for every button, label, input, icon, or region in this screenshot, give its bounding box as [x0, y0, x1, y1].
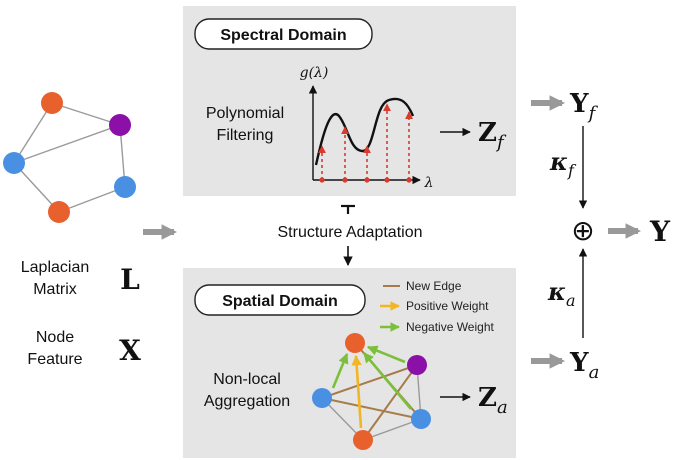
spatial-title: Spatial Domain: [222, 293, 338, 310]
sample-points: [319, 177, 412, 183]
node-blue: [411, 409, 431, 429]
legend-positive: Positive Weight: [406, 299, 489, 313]
spectral-method-line1: Polynomial: [206, 105, 284, 122]
kappa-a-symbol: κa: [547, 277, 576, 310]
node-blue: [3, 152, 25, 174]
node-orange: [48, 201, 70, 223]
filter-curve: [314, 97, 415, 166]
edge-legend: New Edge Positive Weight Negative Weight: [380, 279, 494, 334]
node-blue: [114, 176, 136, 198]
feature-line1: Node: [36, 329, 74, 346]
spatial-edge: [362, 418, 422, 441]
spectral-title: Spectral Domain: [220, 27, 346, 44]
dashed-samples: [318, 103, 413, 180]
sample-point-1: [319, 177, 325, 183]
legend-negative: Negative Weight: [406, 320, 494, 334]
sample-point-5: [406, 177, 412, 183]
graph-edge: [58, 186, 126, 213]
node-purple: [109, 114, 131, 136]
graph-edge: [51, 102, 121, 126]
graph-edge: [13, 102, 53, 164]
spatial-graph: [312, 333, 431, 450]
negative-weight-arrow: [367, 345, 406, 364]
new-edge: [321, 397, 422, 420]
spatial-title-box: [194, 284, 366, 316]
node-purple: [407, 355, 427, 375]
input-graph: [3, 92, 136, 223]
node-orange: [345, 333, 365, 353]
negative-weight-arrow: [363, 352, 412, 410]
laplacian-line2: Matrix: [33, 281, 77, 298]
negative-weight-arrow: [331, 353, 349, 389]
structure-adaptation-label: Structure Adaptation: [278, 224, 423, 241]
node-orange: [41, 92, 63, 114]
laplacian-line1: Laplacian: [21, 259, 90, 276]
y-f-symbol: Yf: [569, 89, 599, 124]
feature-line2: Feature: [27, 351, 82, 368]
node-blue: [312, 388, 332, 408]
laplacian-symbol: L: [120, 263, 140, 296]
z-a-symbol: Za: [478, 383, 508, 418]
g-axis-label: g(λ): [300, 65, 329, 81]
y-symbol: Y: [649, 215, 671, 248]
spectral-method-line2: Filtering: [217, 127, 274, 144]
spatial-method-line2: Aggregation: [204, 393, 290, 410]
filter-plot: g(λ) λ: [300, 65, 434, 191]
new-edge: [362, 364, 418, 441]
positive-weight-arrow: [351, 354, 363, 429]
feature-symbol: X: [119, 334, 141, 367]
graph-edge: [13, 124, 121, 164]
sample-point-4: [384, 177, 390, 183]
sample-point-2: [342, 177, 348, 183]
kappa-f-symbol: κf: [549, 147, 577, 180]
spatial-method-line1: Non-local: [213, 371, 281, 388]
spectral-title-box: [194, 18, 373, 50]
oplus-symbol: ⊕: [571, 215, 594, 246]
sample-point-3: [364, 177, 370, 183]
new-edge: [321, 364, 418, 399]
legend-new-edge: New Edge: [406, 279, 462, 293]
graph-edge: [13, 162, 60, 213]
lambda-axis-label: λ: [424, 175, 434, 191]
node-orange: [353, 430, 373, 450]
y-a-symbol: Ya: [569, 348, 599, 383]
